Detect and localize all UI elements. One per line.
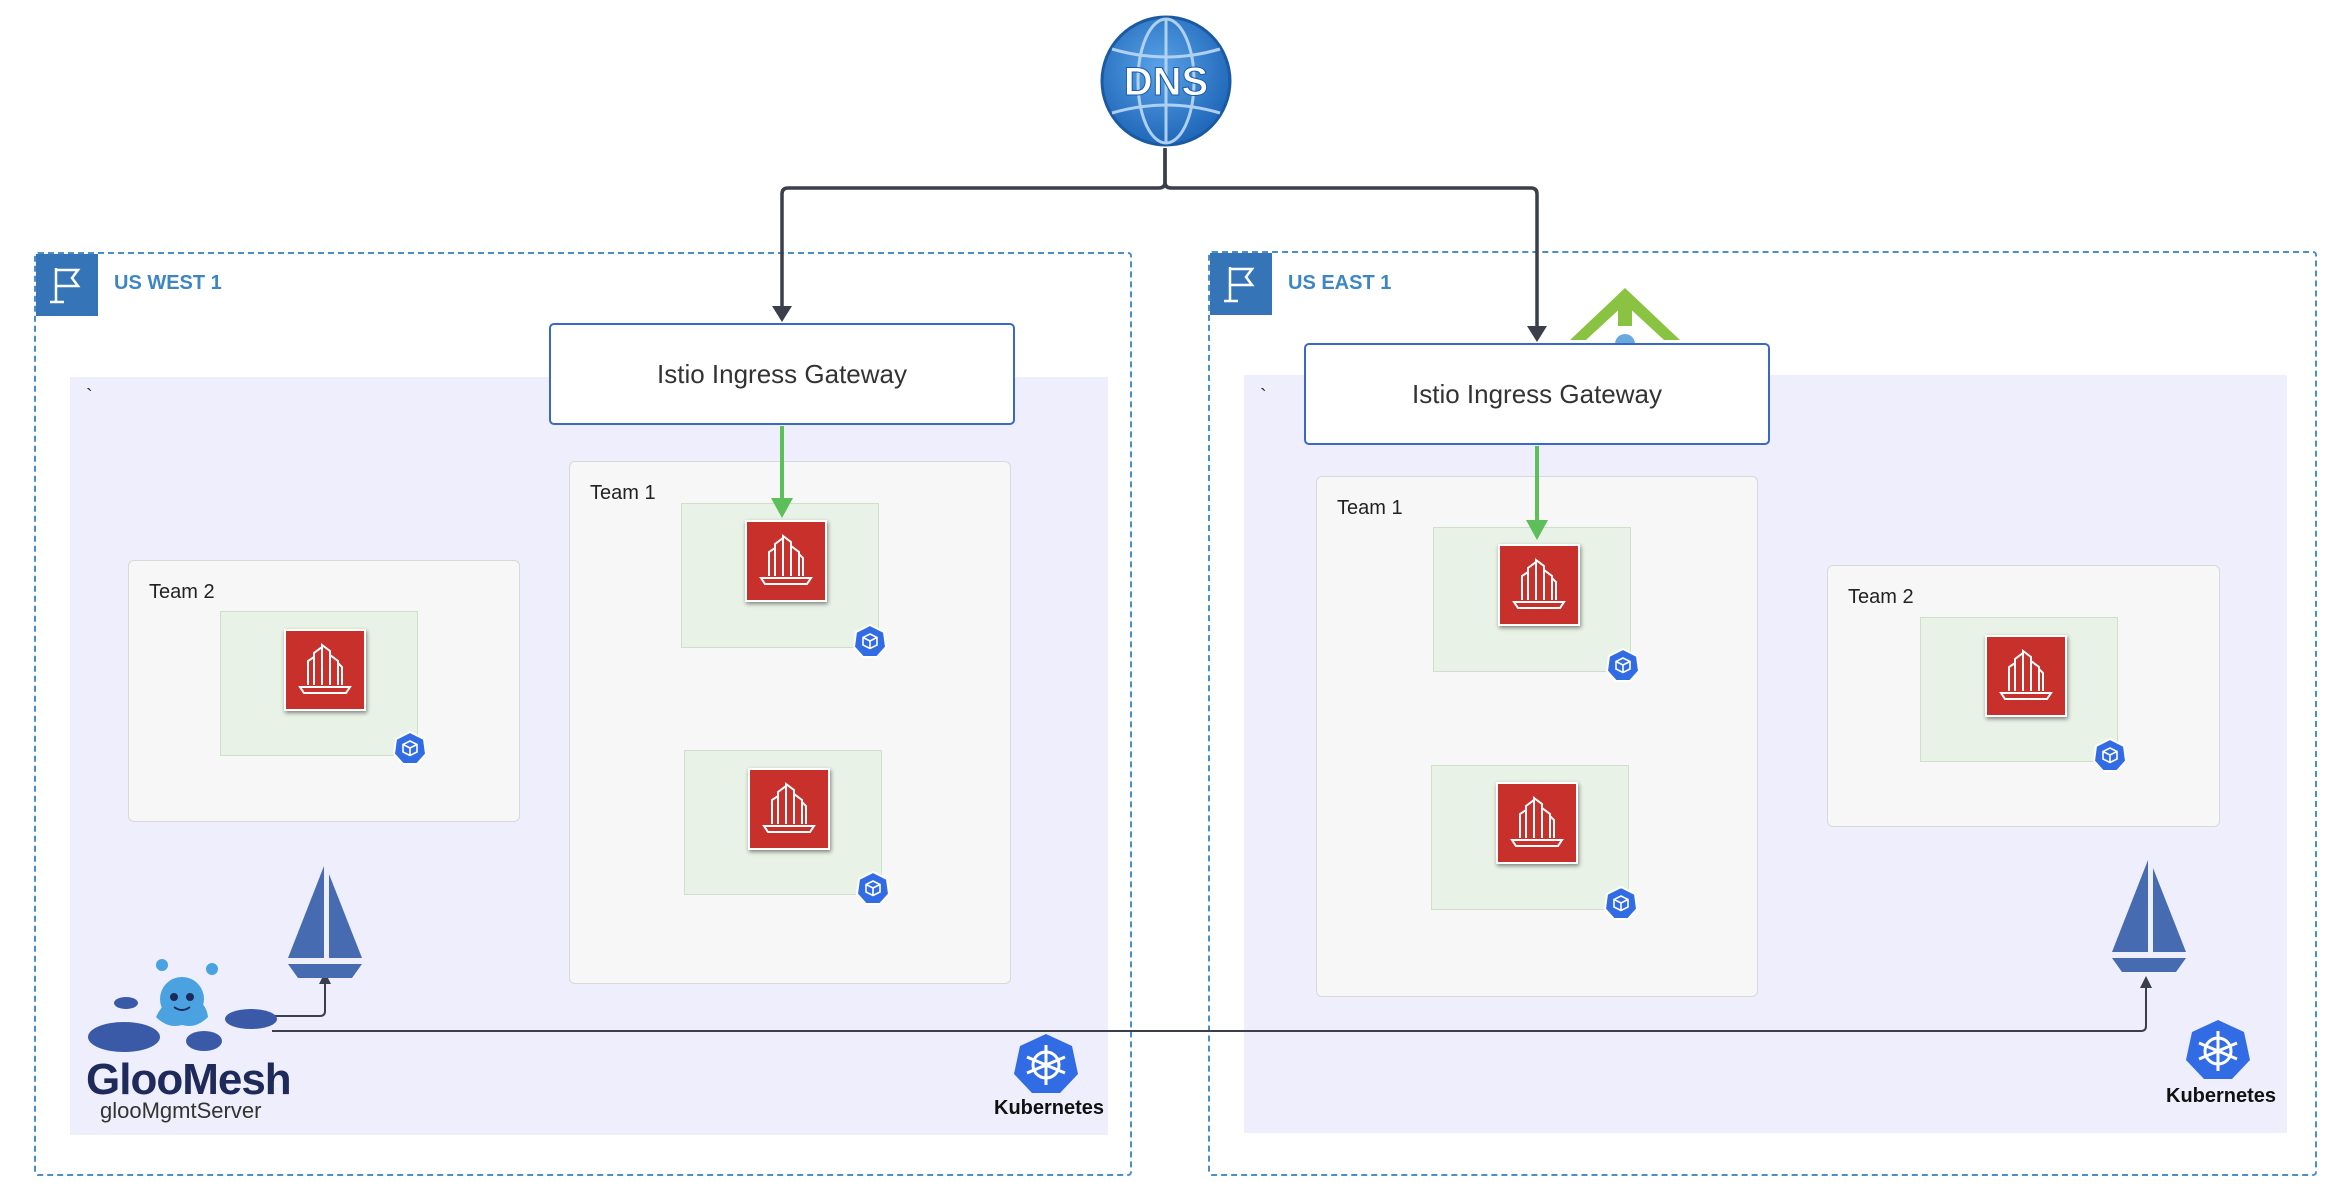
pod-cube-icon: [856, 871, 890, 905]
team-box: Team 1: [569, 461, 1011, 984]
region-label: US EAST 1: [1288, 272, 1392, 294]
pod-cube-icon: [393, 731, 427, 765]
pod-cube-icon: [2093, 738, 2127, 772]
gloomesh-logo: GlooMesh: [86, 1055, 292, 1104]
dns-globe-icon: DNS: [1100, 15, 1232, 147]
gateway-label: Istio Ingress Gateway: [1412, 378, 1662, 409]
istio-sail-icon: [2112, 860, 2186, 972]
istio-ingress-gateway: Istio Ingress Gateway: [1304, 343, 1770, 445]
istio-ingress-gateway: Istio Ingress Gateway: [549, 323, 1015, 425]
kubernetes-wheel-icon: [1014, 1034, 1078, 1093]
istio-sail-icon: [288, 866, 362, 978]
service-building-icon: [748, 768, 830, 850]
kubernetes-label: Kubernetes: [994, 1097, 1105, 1119]
region-us-west-1: US WEST 1: [34, 252, 1132, 1176]
gateway-label: Istio Ingress Gateway: [657, 358, 907, 389]
region-flag-icon: [1210, 253, 1272, 315]
dns-route-west: [780, 148, 1167, 306]
gloo-mgmt-link: [272, 982, 326, 1017]
gloo-octopus-icon: [88, 959, 277, 1052]
kubernetes-wheel-icon: [2186, 1020, 2250, 1079]
team-label: Team 1: [1337, 497, 1403, 519]
team-label: Team 1: [590, 482, 656, 504]
pod-cube-icon: [853, 624, 887, 658]
pod-cube-icon: [1604, 886, 1638, 920]
service-building-icon: [745, 520, 827, 602]
service-building-icon: [1985, 635, 2067, 717]
service-building-icon: [1498, 544, 1580, 626]
gloo-mgmt-link-east: [272, 986, 2147, 1032]
kubernetes-label: Kubernetes: [2166, 1085, 2277, 1107]
dns-label: DNS: [1124, 60, 1208, 104]
team-label: Team 2: [149, 581, 215, 603]
region-flag-icon: [36, 254, 98, 316]
pod-cube-icon: [1606, 648, 1640, 682]
service-building-icon: [1496, 782, 1578, 864]
gloo-mgmt-server-label: glooMgmtServer: [100, 1098, 262, 1123]
service-building-icon: [284, 629, 366, 711]
cluster-marker: `: [1260, 386, 1267, 408]
team-label: Team 2: [1848, 586, 1914, 608]
region-label: US WEST 1: [114, 272, 222, 294]
region-us-east-1: US EAST 1: [1208, 251, 2317, 1176]
cluster-marker: `: [86, 386, 93, 408]
dns-route-east: [1163, 148, 1539, 326]
